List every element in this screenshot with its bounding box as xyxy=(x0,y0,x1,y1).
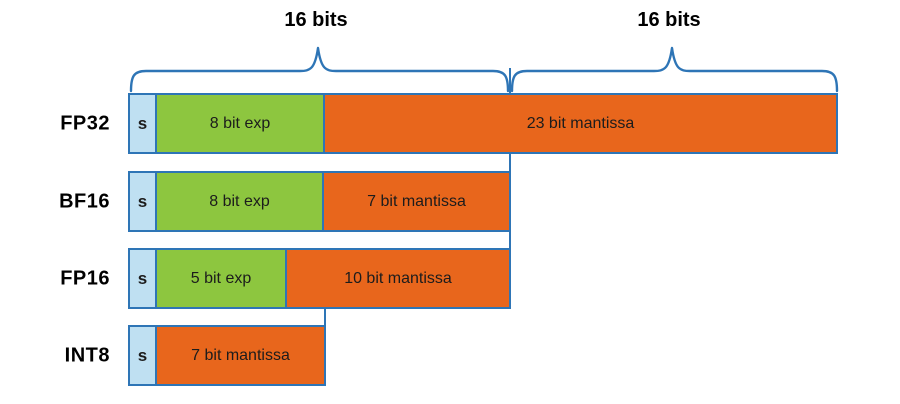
fp32-exponent-box: 8 bit exp xyxy=(155,93,325,154)
row-label-fp16: FP16 xyxy=(60,267,110,289)
bf16-sign-box: s xyxy=(128,171,157,232)
int8-mantissa-box: 7 bit mantissa xyxy=(155,325,326,386)
fp32-mantissa-box: 23 bit mantissa xyxy=(323,93,838,154)
bf16-exponent-box: 8 bit exp xyxy=(155,171,324,232)
right-16bits-label: 16 bits xyxy=(637,9,701,31)
fp16-sign-box: s xyxy=(128,248,157,309)
left-brace-icon xyxy=(129,46,510,93)
right-brace-icon xyxy=(510,46,839,93)
left-16bits-label: 16 bits xyxy=(284,9,348,31)
bf16-mantissa-box: 7 bit mantissa xyxy=(322,171,511,232)
row-label-fp32: FP32 xyxy=(60,112,110,134)
braces-graphic xyxy=(129,46,839,93)
row-label-bf16: BF16 xyxy=(59,190,110,212)
int8-sign-box: s xyxy=(128,325,157,386)
fp16-exponent-box: 5 bit exp xyxy=(155,248,287,309)
fp32-sign-box: s xyxy=(128,93,157,154)
row-label-int8: INT8 xyxy=(64,344,110,366)
fp16-mantissa-box: 10 bit mantissa xyxy=(285,248,511,309)
